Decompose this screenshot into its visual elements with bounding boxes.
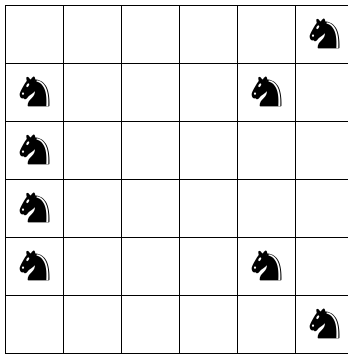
- board-square-r3c5[interactable]: [238, 122, 296, 180]
- black-knight-icon[interactable]: [247, 71, 287, 115]
- board-square-r1c2[interactable]: [64, 5, 122, 64]
- black-knight-icon[interactable]: [305, 13, 345, 57]
- board-square-r1c4[interactable]: [180, 5, 238, 64]
- board-square-r4c6[interactable]: [296, 180, 348, 238]
- black-knight-icon[interactable]: [305, 303, 345, 347]
- board-square-r3c1[interactable]: [5, 122, 64, 180]
- board-square-r6c5[interactable]: [238, 296, 296, 354]
- board-square-r3c3[interactable]: [122, 122, 180, 180]
- board-square-r5c2[interactable]: [64, 238, 122, 296]
- board-square-r4c2[interactable]: [64, 180, 122, 238]
- board-square-r6c4[interactable]: [180, 296, 238, 354]
- board-square-r3c2[interactable]: [64, 122, 122, 180]
- board-square-r2c3[interactable]: [122, 64, 180, 122]
- board-square-r4c1[interactable]: [5, 180, 64, 238]
- board-square-r5c1[interactable]: [5, 238, 64, 296]
- board-square-r4c5[interactable]: [238, 180, 296, 238]
- board-square-r2c4[interactable]: [180, 64, 238, 122]
- board-square-r5c5[interactable]: [238, 238, 296, 296]
- black-knight-icon[interactable]: [15, 71, 55, 115]
- board-square-r5c6[interactable]: [296, 238, 348, 296]
- board-square-r3c4[interactable]: [180, 122, 238, 180]
- black-knight-icon[interactable]: [247, 245, 287, 289]
- black-knight-icon[interactable]: [15, 245, 55, 289]
- board-square-r1c5[interactable]: [238, 5, 296, 64]
- board-square-r2c2[interactable]: [64, 64, 122, 122]
- board-square-r5c4[interactable]: [180, 238, 238, 296]
- board-square-r3c6[interactable]: [296, 122, 348, 180]
- black-knight-icon[interactable]: [15, 129, 55, 173]
- board-square-r4c3[interactable]: [122, 180, 180, 238]
- chess-board: [6, 6, 348, 354]
- board-square-r2c5[interactable]: [238, 64, 296, 122]
- board-square-r6c2[interactable]: [64, 296, 122, 354]
- board-square-r2c6[interactable]: [296, 64, 348, 122]
- black-knight-icon[interactable]: [15, 187, 55, 231]
- board-square-r1c6[interactable]: [296, 5, 348, 64]
- board-square-r4c4[interactable]: [180, 180, 238, 238]
- board-square-r1c1[interactable]: [5, 5, 64, 64]
- board-square-r6c6[interactable]: [296, 296, 348, 354]
- board-square-r1c3[interactable]: [122, 5, 180, 64]
- board-square-r6c3[interactable]: [122, 296, 180, 354]
- board-square-r2c1[interactable]: [5, 64, 64, 122]
- board-square-r6c1[interactable]: [5, 296, 64, 354]
- board-square-r5c3[interactable]: [122, 238, 180, 296]
